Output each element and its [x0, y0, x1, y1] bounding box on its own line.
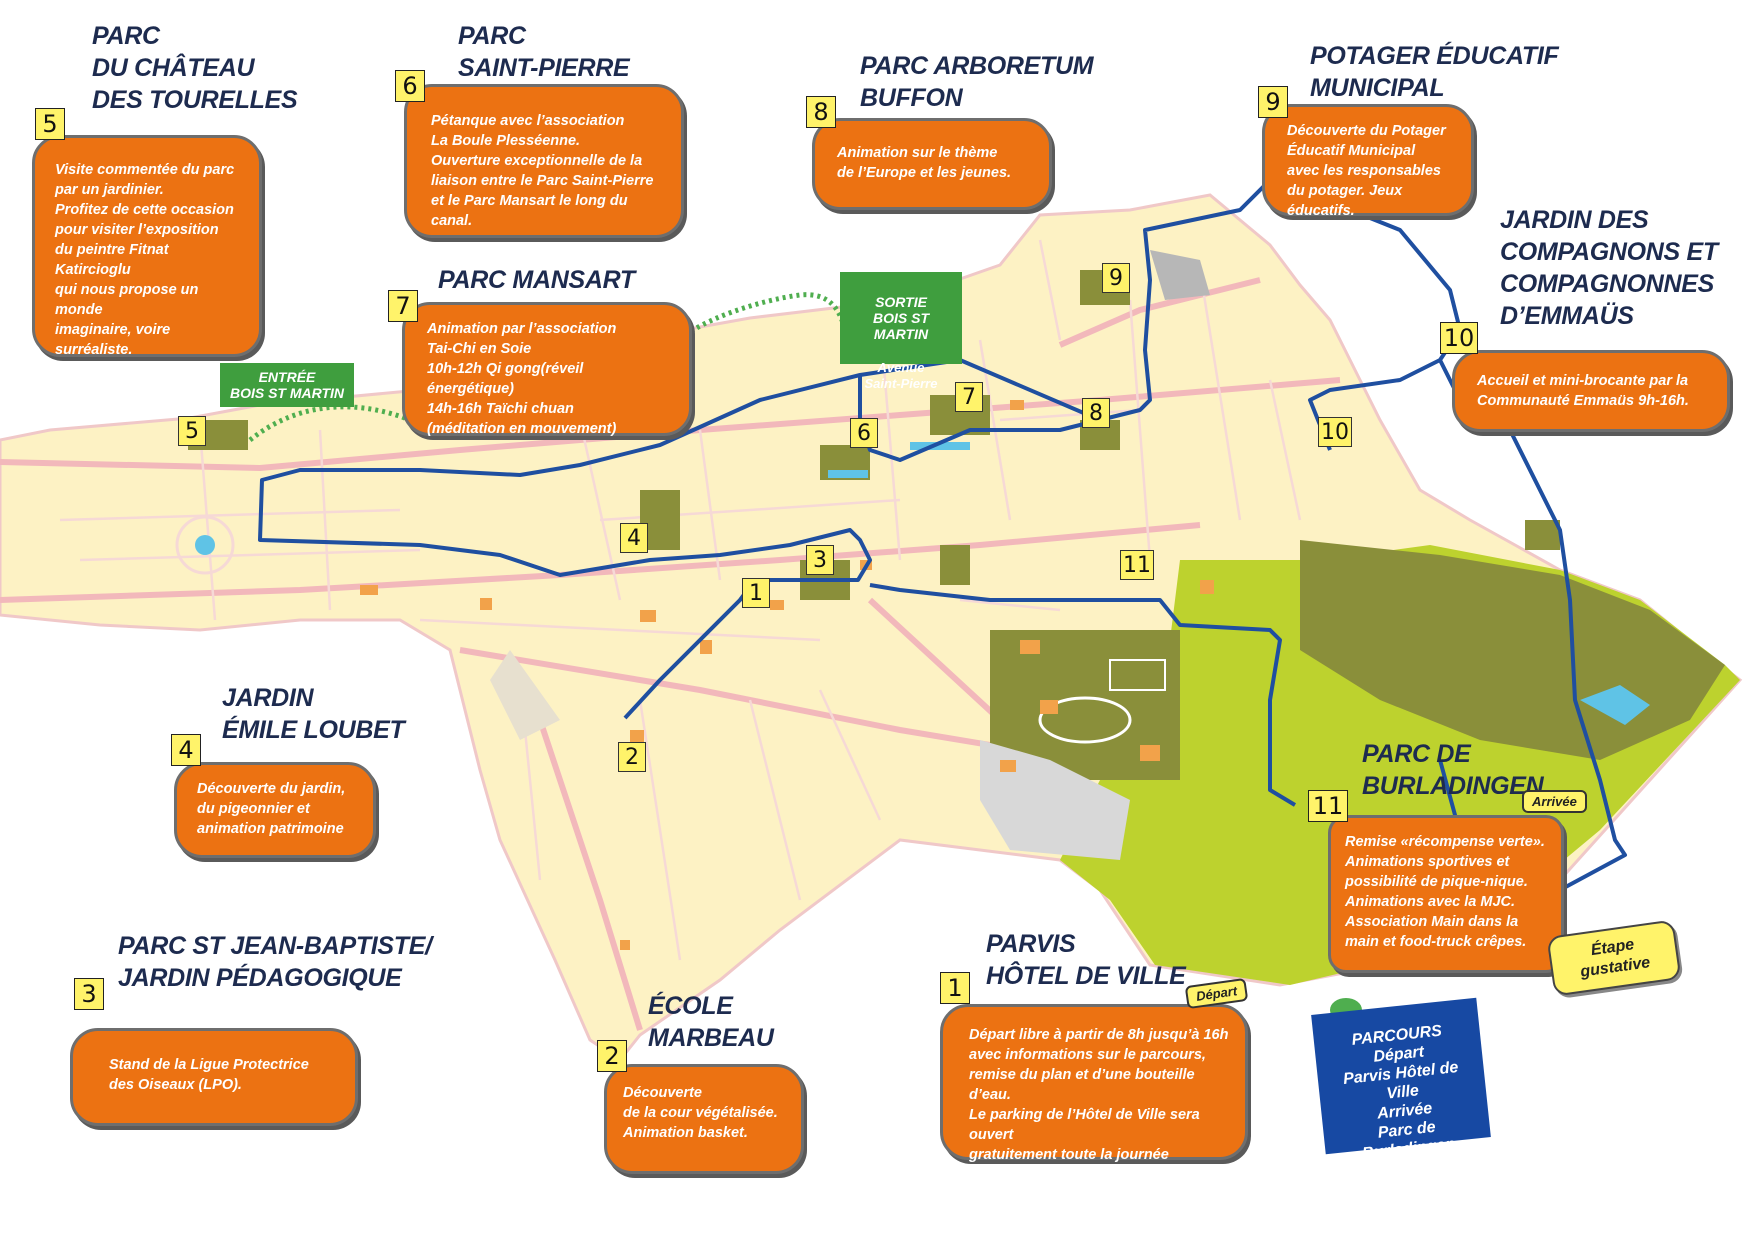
stop-10-title: JARDIN DES COMPAGNONS ET COMPAGNONNES D’… — [1500, 206, 1718, 330]
stop-1-number: 1 — [940, 972, 970, 1004]
stop-3-box: Stand de la Ligue Protectrice des Oiseau… — [70, 1028, 358, 1126]
stop-10-number: 10 — [1440, 322, 1478, 354]
stop-9-box: Découverte du Potager Éducatif Municipal… — [1262, 104, 1474, 219]
buildings — [360, 400, 1214, 950]
green-dotted-path-entree — [248, 404, 411, 442]
stop-7-number: 7 — [388, 290, 418, 322]
map-marker-8[interactable]: 8 — [1082, 398, 1110, 428]
stop-7-title: PARC MANSART — [438, 266, 635, 294]
entree-bois-st-martin-label: ENTRÉE BOIS ST MARTIN — [220, 363, 354, 407]
map-marker-6[interactable]: 6 — [850, 418, 878, 448]
roundabout — [175, 515, 235, 575]
stop-1-box: Départ libre à partir de 8h jusqu’à 16h … — [940, 1004, 1248, 1183]
parcours-route — [258, 178, 1627, 902]
sortie-title: SORTIE BOIS ST MARTIN — [872, 294, 929, 342]
map-marker-7[interactable]: 7 — [955, 382, 983, 412]
roundabout-pond — [195, 535, 215, 555]
sortie-bois-st-martin: SORTIE BOIS ST MARTIN Avenue Saint-Pierr… — [840, 272, 962, 391]
green-dotted-path-sortie — [678, 292, 848, 342]
running-track — [1038, 696, 1132, 744]
stop-1-title: PARVIS HÔTEL DE VILLE — [986, 930, 1186, 990]
gray-lot — [1150, 250, 1210, 300]
stop-2-number: 2 — [597, 1040, 627, 1072]
stop-5-number: 5 — [35, 108, 65, 140]
industrial-zone — [980, 740, 1130, 860]
stop-6-number: 6 — [395, 70, 425, 102]
map-marker-5[interactable]: 5 — [178, 416, 206, 446]
map-marker-10[interactable]: 10 — [1318, 417, 1352, 447]
stop-11-number: 11 — [1308, 790, 1348, 822]
stop-8-number: 8 — [806, 96, 836, 128]
canal-2 — [910, 442, 970, 450]
map-marker-9[interactable]: 9 — [1102, 263, 1130, 293]
map-marker-2[interactable]: 2 — [618, 742, 646, 772]
map-marker-4[interactable]: 4 — [620, 523, 648, 553]
stop-9-title: POTAGER ÉDUCATIF MUNICIPAL — [1310, 42, 1559, 102]
stop-4-box: Découverte du jardin, du pigeonnier et a… — [174, 762, 376, 858]
stop-4-title: JARDIN ÉMILE LOUBET — [222, 684, 405, 744]
stop-3-number: 3 — [74, 978, 104, 1010]
pond — [1580, 685, 1650, 725]
map-marker-1[interactable]: 1 — [742, 578, 770, 608]
arrivee-tag: Arrivée — [1522, 790, 1587, 813]
map-marker-11[interactable]: 11 — [1120, 550, 1154, 580]
stop-8-title: PARC ARBORETUM BUFFON — [860, 52, 1094, 112]
parcours-info-box: PARCOURS Départ Parvis Hôtel de Ville Ar… — [1311, 997, 1491, 1181]
stop-8-box: Animation sur le thème de l’Europe et le… — [812, 118, 1052, 210]
stop-7-box: Animation par l’association Tai-Chi en S… — [402, 302, 692, 437]
map-marker-3[interactable]: 3 — [806, 545, 834, 575]
stop-4-number: 4 — [171, 734, 201, 766]
stop-11-title: PARC DE BURLADINGEN — [1362, 740, 1544, 800]
sortie-subtitle: Avenue Saint-Pierre — [864, 360, 938, 391]
school-ground — [490, 650, 560, 740]
football-pitch — [1109, 659, 1166, 691]
stop-2-box: Découverte de la cour végétalisée. Anima… — [604, 1064, 804, 1174]
stop-6-box: Pétanque avec l’association La Boule Ple… — [404, 84, 684, 238]
stop-5-box: Visite commentée du parc par un jardinie… — [32, 135, 262, 378]
stop-3-title: PARC ST JEAN-BAPTISTE/ JARDIN PÉDAGOGIQU… — [118, 932, 432, 992]
canal — [828, 470, 868, 478]
stop-11-box: Remise «récompense verte». Animations sp… — [1328, 815, 1564, 973]
stop-10-box: Accueil et mini-brocante par la Communau… — [1452, 350, 1730, 432]
stop-2-title: ÉCOLE MARBEAU — [648, 992, 774, 1052]
stop-6-title: PARC SAINT-PIERRE — [458, 22, 630, 82]
stop-5-title: PARC DU CHÂTEAU DES TOURELLES — [92, 22, 298, 114]
stop-9-number: 9 — [1258, 86, 1288, 118]
